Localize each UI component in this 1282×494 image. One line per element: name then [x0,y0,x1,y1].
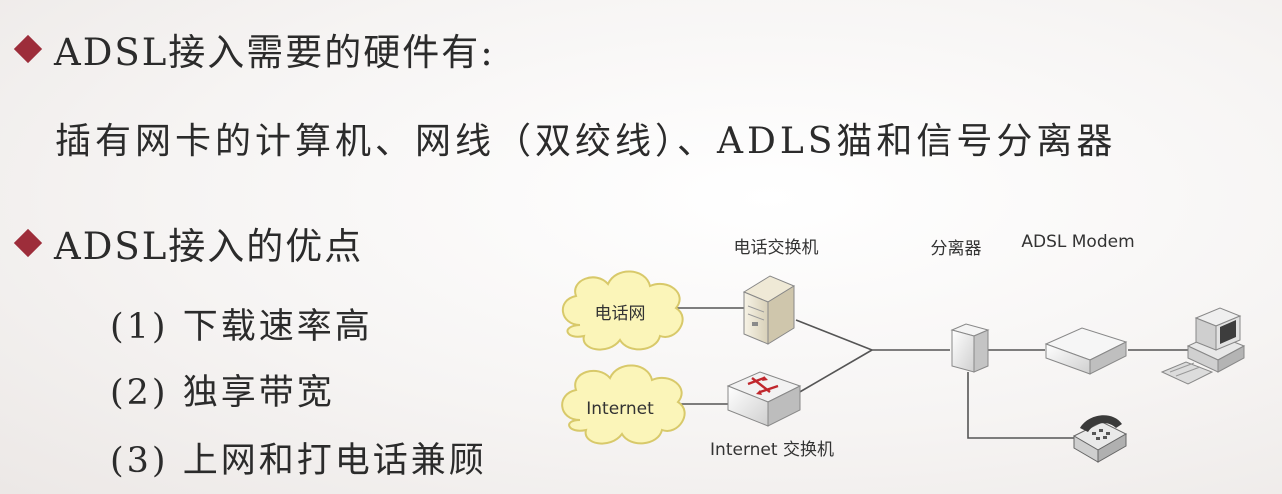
phone-network-label: 电话网 [595,304,646,324]
phone-network-cloud: 电话网 [561,270,684,351]
modem-icon [1044,327,1128,375]
heading-hardware-text: ADSL接入需要的硬件有: [54,31,495,74]
advantage-item-1: (1) 下载速率高 [110,307,373,347]
internet-cloud: Internet [561,364,686,445]
heading-advantages: ADSL接入的优点 [13,216,364,270]
modem-label: ADSL Modem [1021,232,1134,252]
telephone-icon [1072,415,1128,463]
phone-switch-label: 电话交换机 [734,238,819,258]
connection-lines [672,307,1188,439]
hardware-list-text: 插有网卡的计算机、网线（双绞线）、ADLS猫和信号分离器 [55,121,1117,162]
internet-cloud-label: Internet [586,399,654,419]
server-icon [742,275,796,345]
advantage-item-2: (2) 独享带宽 [110,373,335,413]
heading-hardware: ADSL接入需要的硬件有: [13,22,495,76]
splitter-icon [950,323,990,373]
network-switch-icon [726,371,802,427]
computer-icon [1160,307,1246,385]
heading-advantages-text: ADSL接入的优点 [54,225,364,268]
advantage-item-3: (3) 上网和打电话兼顾 [110,441,487,481]
internet-switch-label: Internet 交换机 [710,440,834,460]
splitter-label: 分离器 [931,239,982,259]
